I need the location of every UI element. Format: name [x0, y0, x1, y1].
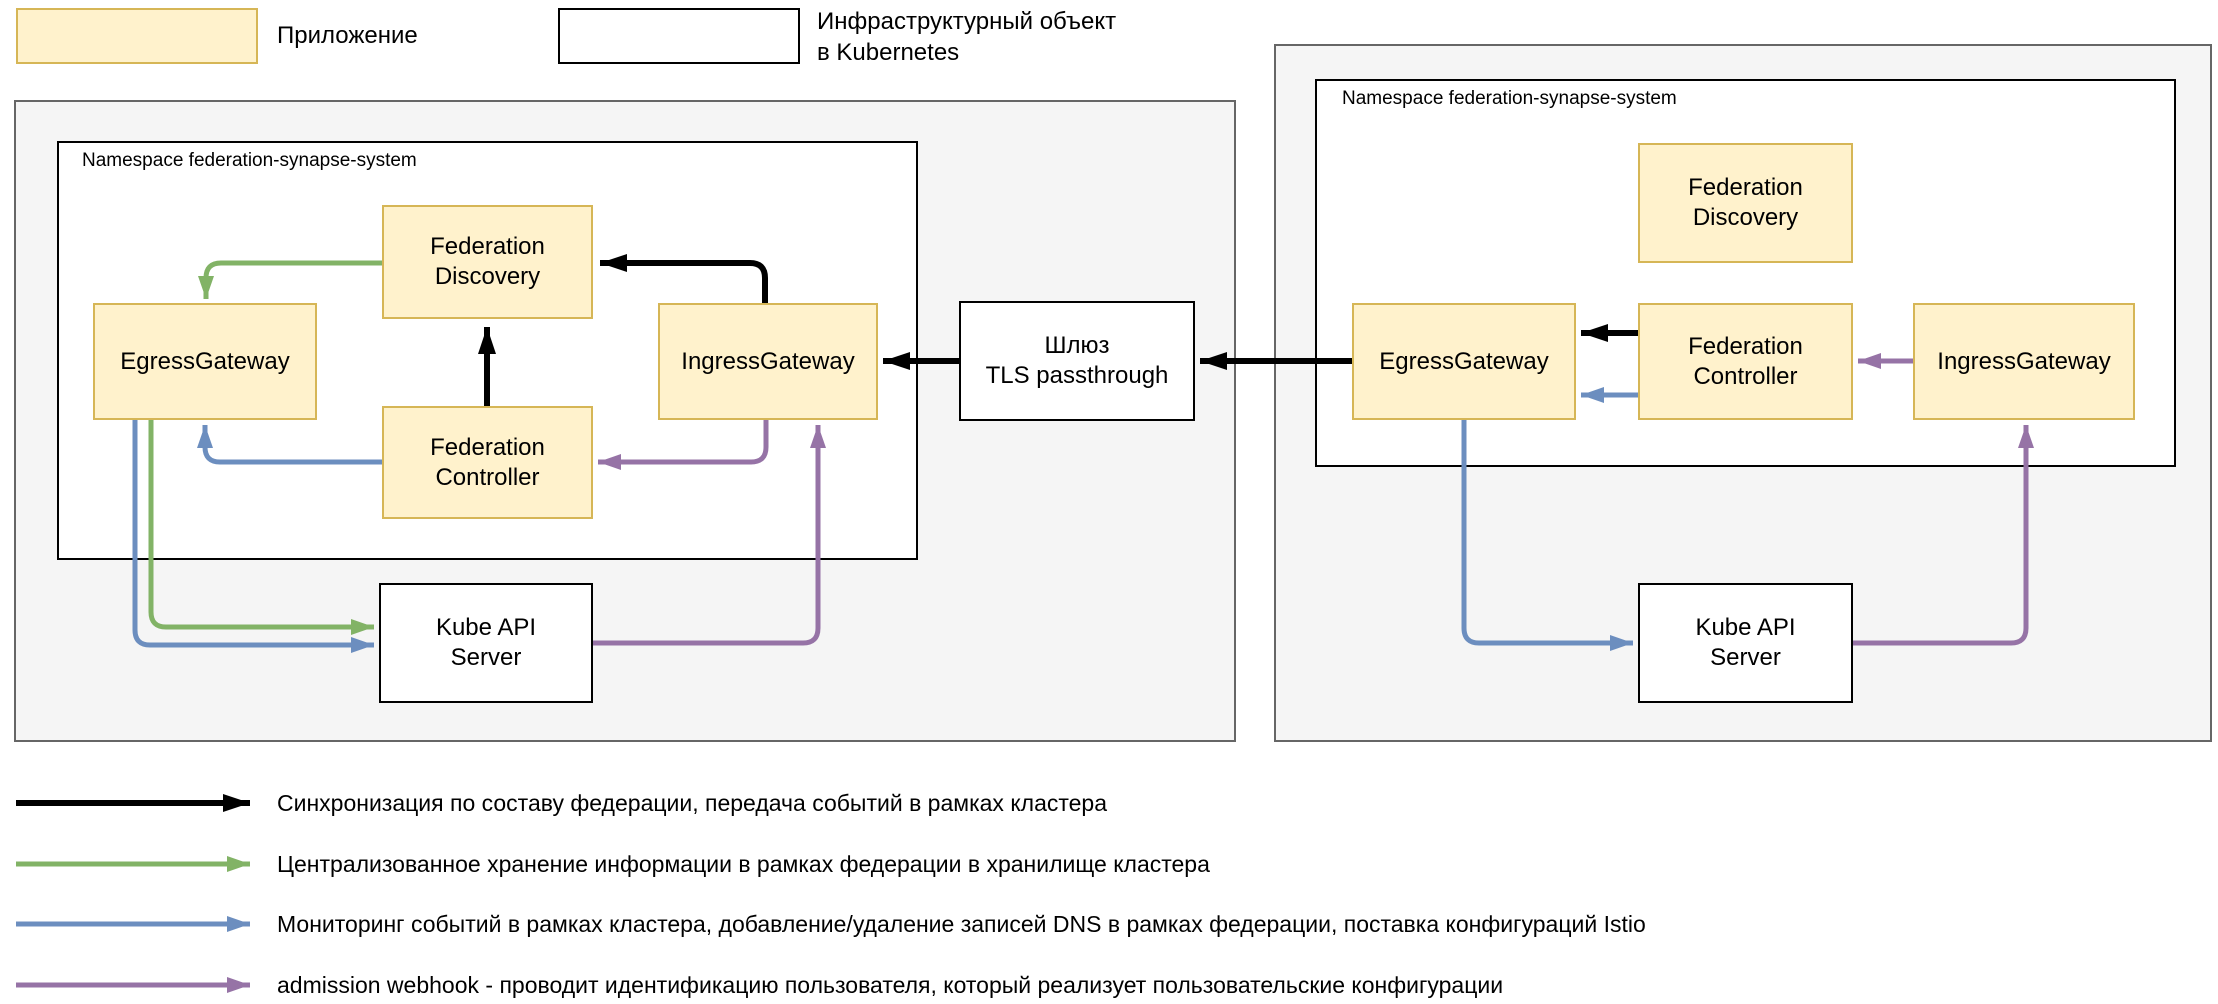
- node-label: IngressGateway: [1937, 347, 2111, 375]
- node-kube-api-server-right: Kube API Server: [1638, 583, 1853, 703]
- legend-infra-label: Инфраструктурный объект в Kubernetes: [817, 6, 1116, 68]
- node-label: Federation Discovery: [1688, 174, 1803, 231]
- node-federation-discovery-left: Federation Discovery: [382, 205, 593, 319]
- node-federation-discovery-right: Federation Discovery: [1638, 143, 1853, 263]
- node-tls-gateway: Шлюз TLS passthrough: [959, 301, 1195, 421]
- node-ingress-gateway-left: IngressGateway: [658, 303, 878, 420]
- legend-infra-label-line1: Инфраструктурный объект: [817, 8, 1117, 35]
- node-egress-gateway-right: EgressGateway: [1352, 303, 1576, 420]
- node-label: Federation Discovery: [430, 233, 545, 290]
- node-kube-api-server-left: Kube API Server: [379, 583, 593, 703]
- node-label-line1: Шлюз: [1044, 332, 1110, 359]
- node-label: Kube API Server: [435, 614, 537, 671]
- node-label: Federation Controller: [430, 433, 545, 491]
- node-label-line2: TLS passthrough: [985, 362, 1169, 389]
- flow-legend-label-sync: Синхронизация по составу федерации, пере…: [277, 790, 1108, 816]
- node-egress-gateway-left: EgressGateway: [93, 303, 317, 420]
- node-label: IngressGateway: [681, 347, 855, 375]
- node-federation-controller-right: Federation Controller: [1638, 303, 1853, 420]
- namespace-left-label: Namespace federation-synapse-system: [82, 150, 417, 171]
- node-ingress-gateway-right: IngressGateway: [1913, 303, 2135, 420]
- namespace-right-label: Namespace federation-synapse-system: [1342, 88, 1677, 109]
- legend-infra-label-line2: в Kubernetes: [817, 39, 960, 66]
- node-label: Kube API Server: [1695, 614, 1796, 671]
- flow-legend-label-monitoring: Мониторинг событий в рамках кластера, до…: [277, 911, 1646, 937]
- flow-legend-label-webhook: admission webhook - проводит идентификац…: [277, 972, 1504, 998]
- legend-infra-swatch: [558, 8, 800, 64]
- legend-app-swatch: [16, 8, 258, 64]
- legend-app-label: Приложение: [277, 22, 418, 49]
- node-label: Federation Controller: [1688, 332, 1803, 390]
- node-federation-controller-left: Federation Controller: [382, 406, 593, 519]
- node-label: EgressGateway: [1379, 347, 1549, 375]
- flow-legend-label-storage: Централизованное хранение информации в р…: [277, 851, 1210, 877]
- node-label: EgressGateway: [120, 347, 290, 375]
